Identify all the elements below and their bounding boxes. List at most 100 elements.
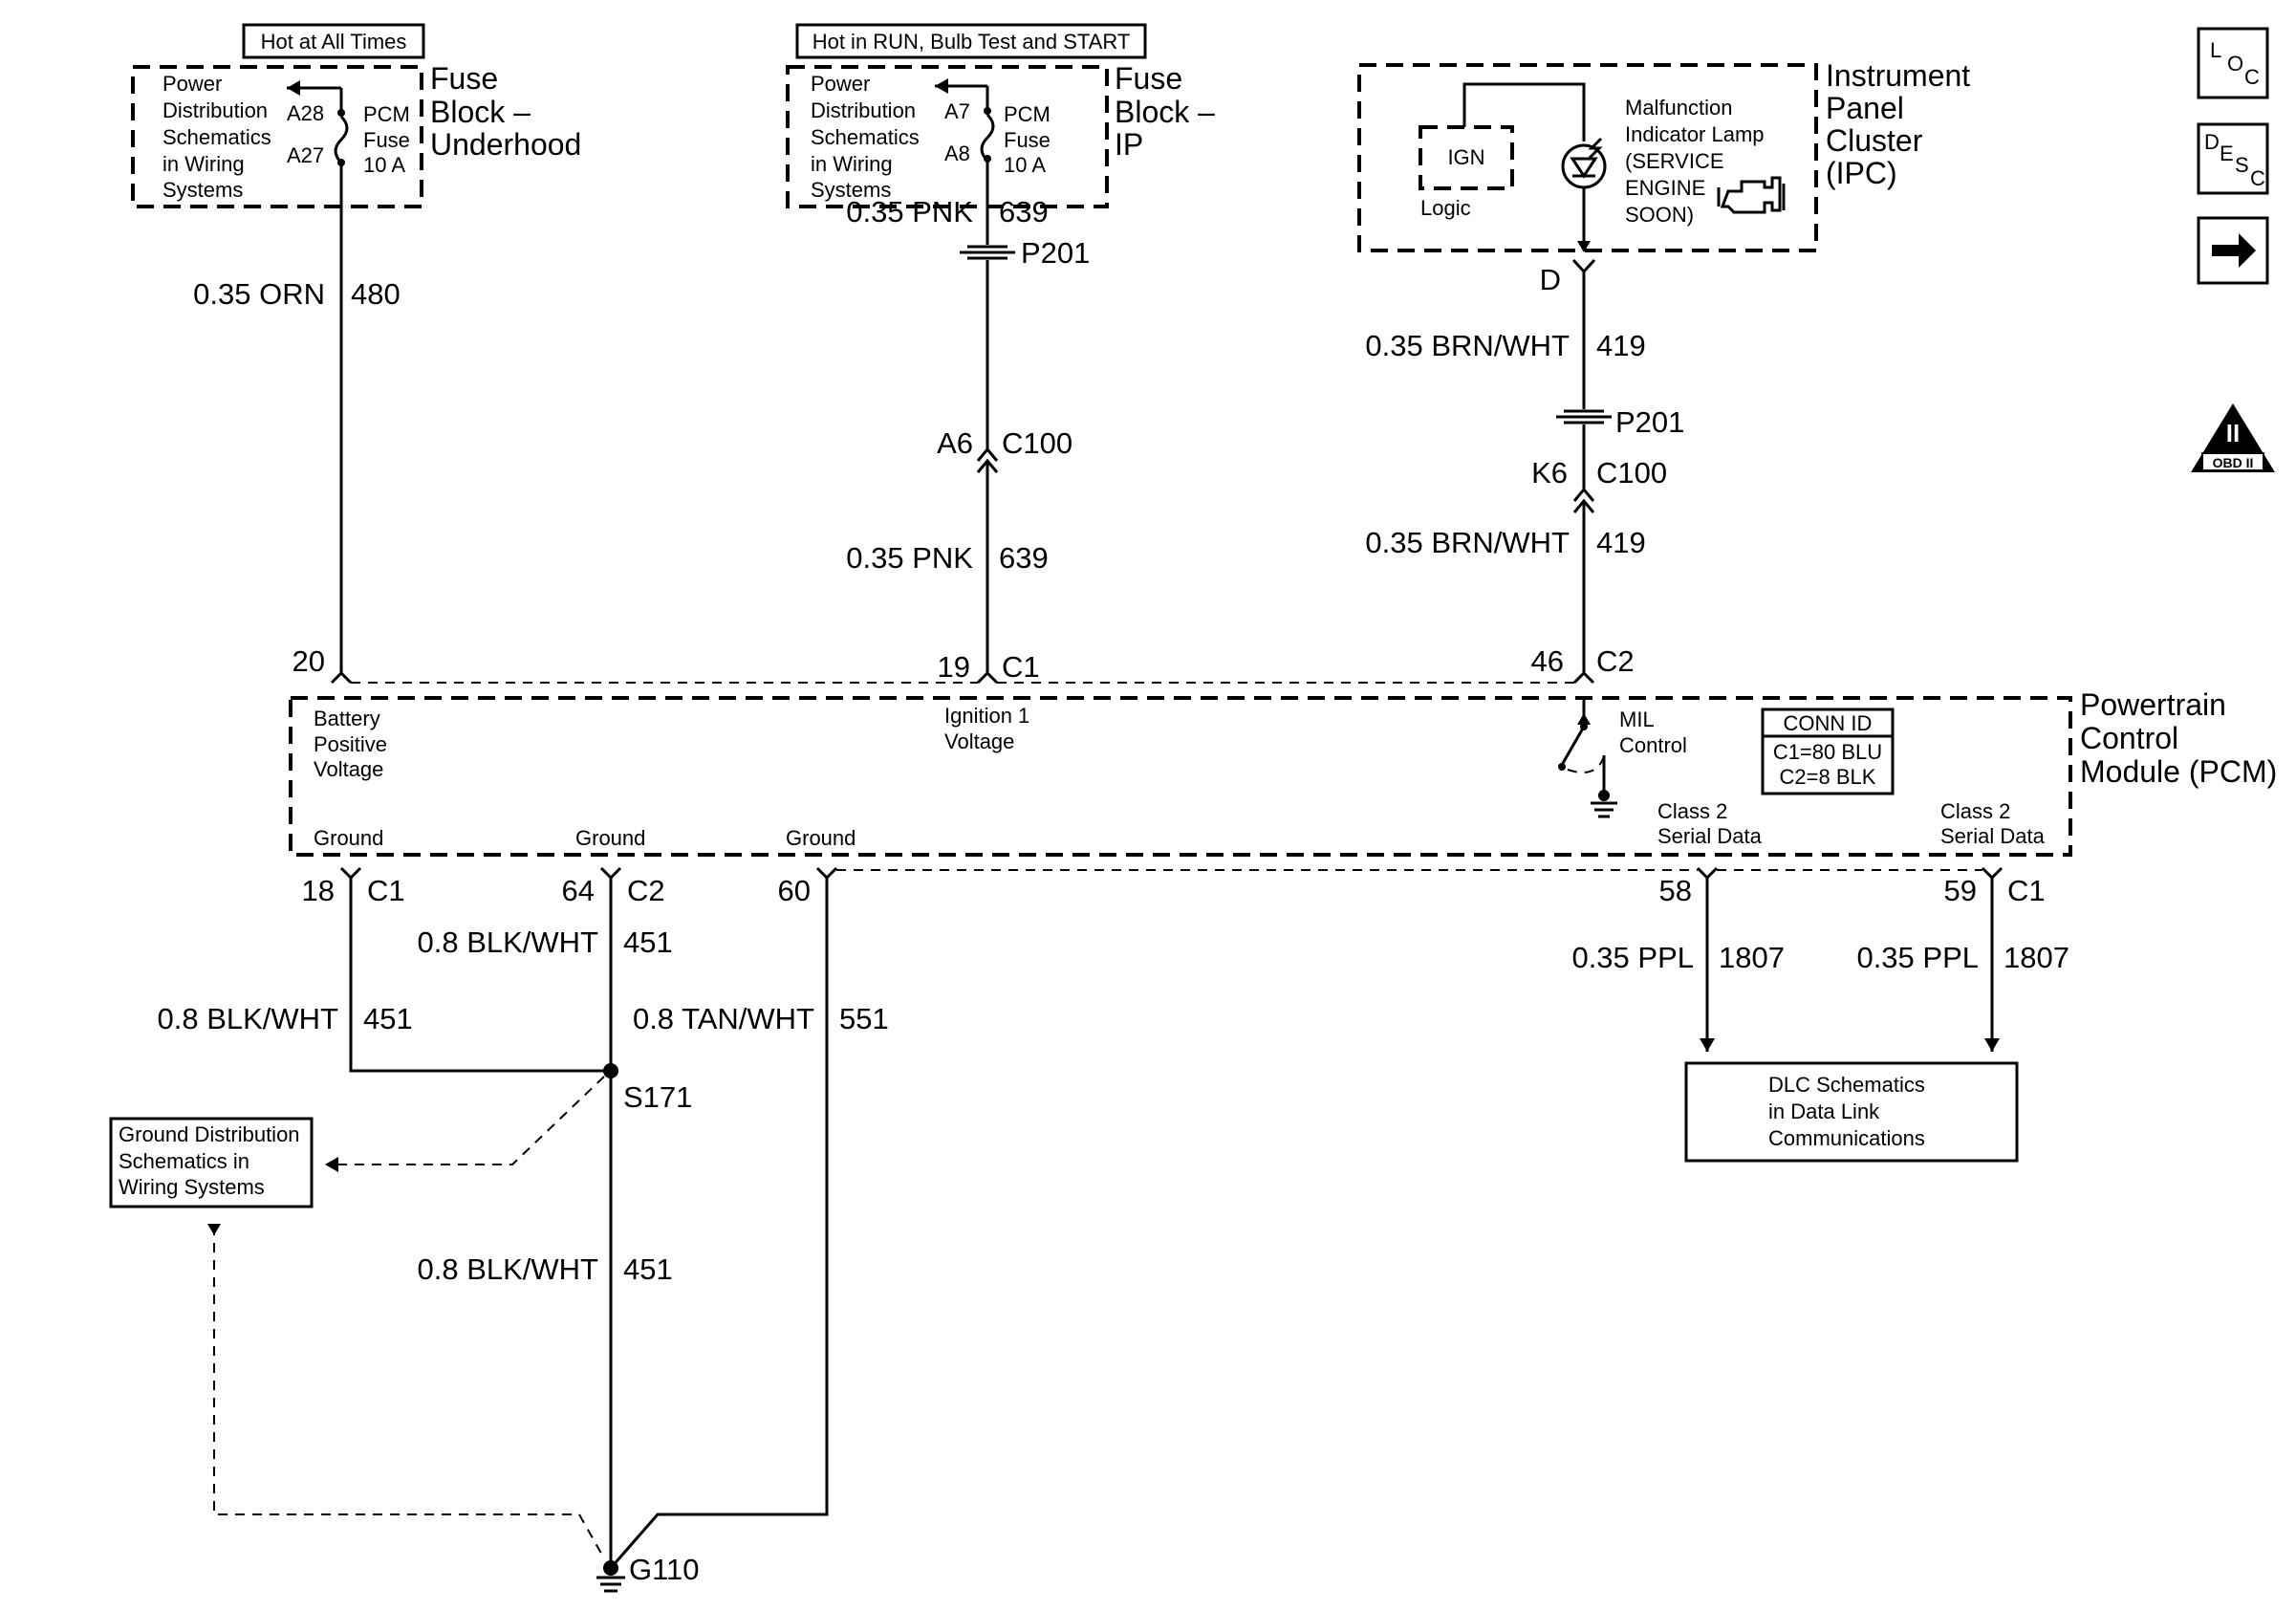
obd-ii-icon[interactable]: II OBD II (2191, 403, 2275, 472)
wire-1807-circuit: 1807 (1719, 941, 1785, 974)
instrument-panel-cluster: IGN Logic Malfunction Indicator Lamp (SE… (1357, 58, 1970, 252)
wire-451-circuit-b: 451 (363, 1002, 413, 1035)
pds1-line: Power (162, 72, 222, 96)
mil-lamp-label: ENGINE (1625, 176, 1705, 200)
fuse2-pin-a7: A7 (944, 99, 970, 123)
ipc-title: Instrument (1826, 58, 1970, 93)
pcm-func-ground: Ground (786, 826, 856, 850)
desc-letter: C (2250, 166, 2265, 190)
conn-id-c2: C2=8 BLK (1780, 765, 1876, 789)
fuse1-label: PCM (363, 102, 410, 126)
fuse-block-ip-title: Block – (1115, 95, 1215, 129)
p201-connector-b (1556, 409, 1612, 425)
c100-pin-k6: K6 (1531, 456, 1568, 490)
wire-419-color: 0.35 BRN/WHT (1365, 329, 1570, 362)
desc-letter: S (2235, 153, 2249, 177)
loc-letter: C (2244, 65, 2260, 89)
mil-lamp-label: (SERVICE (1625, 149, 1724, 173)
wire-551-circuit: 551 (839, 1002, 889, 1035)
ground-g110 (603, 1560, 618, 1576)
desc-icon[interactable]: D E S C (2197, 122, 2269, 195)
pds2-line: Power (811, 72, 870, 96)
ipc-title: (IPC) (1826, 156, 1897, 190)
wire-419 (1571, 258, 1596, 674)
wire-451-circuit-c: 451 (623, 1252, 673, 1286)
pds2-line: Systems (811, 178, 891, 202)
pcm-title: Module (PCM) (2080, 754, 2277, 789)
ign-label: IGN (1447, 145, 1484, 169)
c100-pin-a6: A6 (937, 426, 973, 460)
obd-numeral: II (2226, 419, 2240, 447)
pcm-func-mil: Control (1619, 733, 1687, 757)
loc-letter: L (2210, 38, 2221, 62)
pin-18-conn: C1 (367, 874, 405, 907)
pcm-func-ground: Ground (575, 826, 645, 850)
fuse1-label: 10 A (363, 153, 405, 177)
fuse2-label: Fuse (1004, 128, 1051, 152)
pds1-line: Systems (162, 178, 243, 202)
pcm-pin-19: 19 (938, 650, 970, 684)
conn-id-c1: C1=80 BLU (1773, 740, 1882, 764)
conn-id-title: CONN ID (1784, 711, 1873, 735)
c100-label-b: C100 (1596, 456, 1667, 490)
wire-419-circuit-b: 419 (1596, 526, 1646, 559)
pds2-line: Distribution (811, 98, 916, 122)
ground-icon (1591, 801, 1617, 818)
pcm-func-ign1: Voltage (944, 729, 1014, 753)
c100-connector-a (976, 446, 999, 473)
fuse2-label: PCM (1004, 102, 1051, 126)
mil-lamp-label: SOON) (1625, 203, 1694, 227)
pcm-func-class2-b: Class 2 (1940, 799, 2010, 823)
ign-box (1419, 125, 1514, 190)
wire-1807-circuit-b: 1807 (2004, 941, 2069, 974)
c100-label-a: C100 (1002, 426, 1072, 460)
mil-switch (1560, 726, 1586, 766)
pcm-func-class2-a: Class 2 (1657, 799, 1727, 823)
wire-419-color-b: 0.35 BRN/WHT (1365, 526, 1570, 559)
wire-451-a (349, 878, 611, 1073)
dlc-label: DLC Schematics (1768, 1073, 1925, 1097)
c100-connector-b (1572, 487, 1595, 513)
wire-639-color: 0.35 PNK (846, 195, 973, 229)
pin-64-conn: C2 (627, 874, 665, 907)
pds2-line: Schematics (811, 125, 920, 149)
fuse1-label: Fuse (363, 128, 410, 152)
dlc-reference-box (1684, 1061, 2019, 1163)
wire-639-color-b: 0.35 PNK (846, 541, 973, 575)
p201-label-b: P201 (1615, 405, 1684, 439)
pin-59-conn: C1 (2007, 874, 2046, 907)
hot-in-run-label: Hot in RUN, Bulb Test and START (812, 30, 1131, 54)
pds1-line: in Wiring (162, 152, 245, 176)
pcm-conn-c2: C2 (1596, 644, 1635, 678)
wire-1807-color: 0.35 PPL (1571, 941, 1694, 974)
dlc-label: in Data Link (1768, 1099, 1880, 1123)
fuse1-pin-a28: A28 (287, 101, 324, 125)
pcm-func-bpv: Voltage (314, 757, 383, 781)
ground-icon (596, 1576, 625, 1593)
fuse2-pin-a8: A8 (944, 142, 970, 165)
fuse-block-ip: Hot in RUN, Bulb Test and START Power Di… (786, 23, 1215, 208)
fuse-block-underhood-title: Block – (430, 95, 531, 129)
pcm-func-class2-b: Serial Data (1940, 824, 2046, 848)
wire-551-color: 0.8 TAN/WHT (633, 1002, 814, 1035)
loc-icon[interactable]: L O C (2197, 27, 2269, 99)
dlc-label: Communications (1768, 1126, 1925, 1150)
pcm-func-class2-a: Serial Data (1657, 824, 1763, 848)
wire-451-circuit: 451 (623, 925, 673, 959)
wire-639-circuit: 639 (999, 195, 1049, 229)
p201-label-a: P201 (1021, 236, 1090, 270)
pcm-func-mil: MIL (1619, 708, 1655, 731)
pcm-pin-46: 46 (1531, 644, 1564, 678)
pcm-module: 20 19 C1 46 C2 Powertrain Control Module… (289, 644, 2277, 857)
right-arrow-icon[interactable] (2197, 216, 2269, 285)
wire-451-color-c: 0.8 BLK/WHT (418, 1252, 599, 1286)
fuse1-pin-a27: A27 (287, 143, 324, 167)
p201-connector-a (960, 245, 1015, 260)
pin-64: 64 (562, 874, 595, 907)
led-lamp-icon (1561, 143, 1607, 189)
ipc-pin-d: D (1540, 263, 1561, 296)
pds1-line: Schematics (162, 125, 271, 149)
wire-480-color: 0.35 ORN (193, 277, 325, 311)
wire-451-color: 0.8 BLK/WHT (418, 925, 599, 959)
